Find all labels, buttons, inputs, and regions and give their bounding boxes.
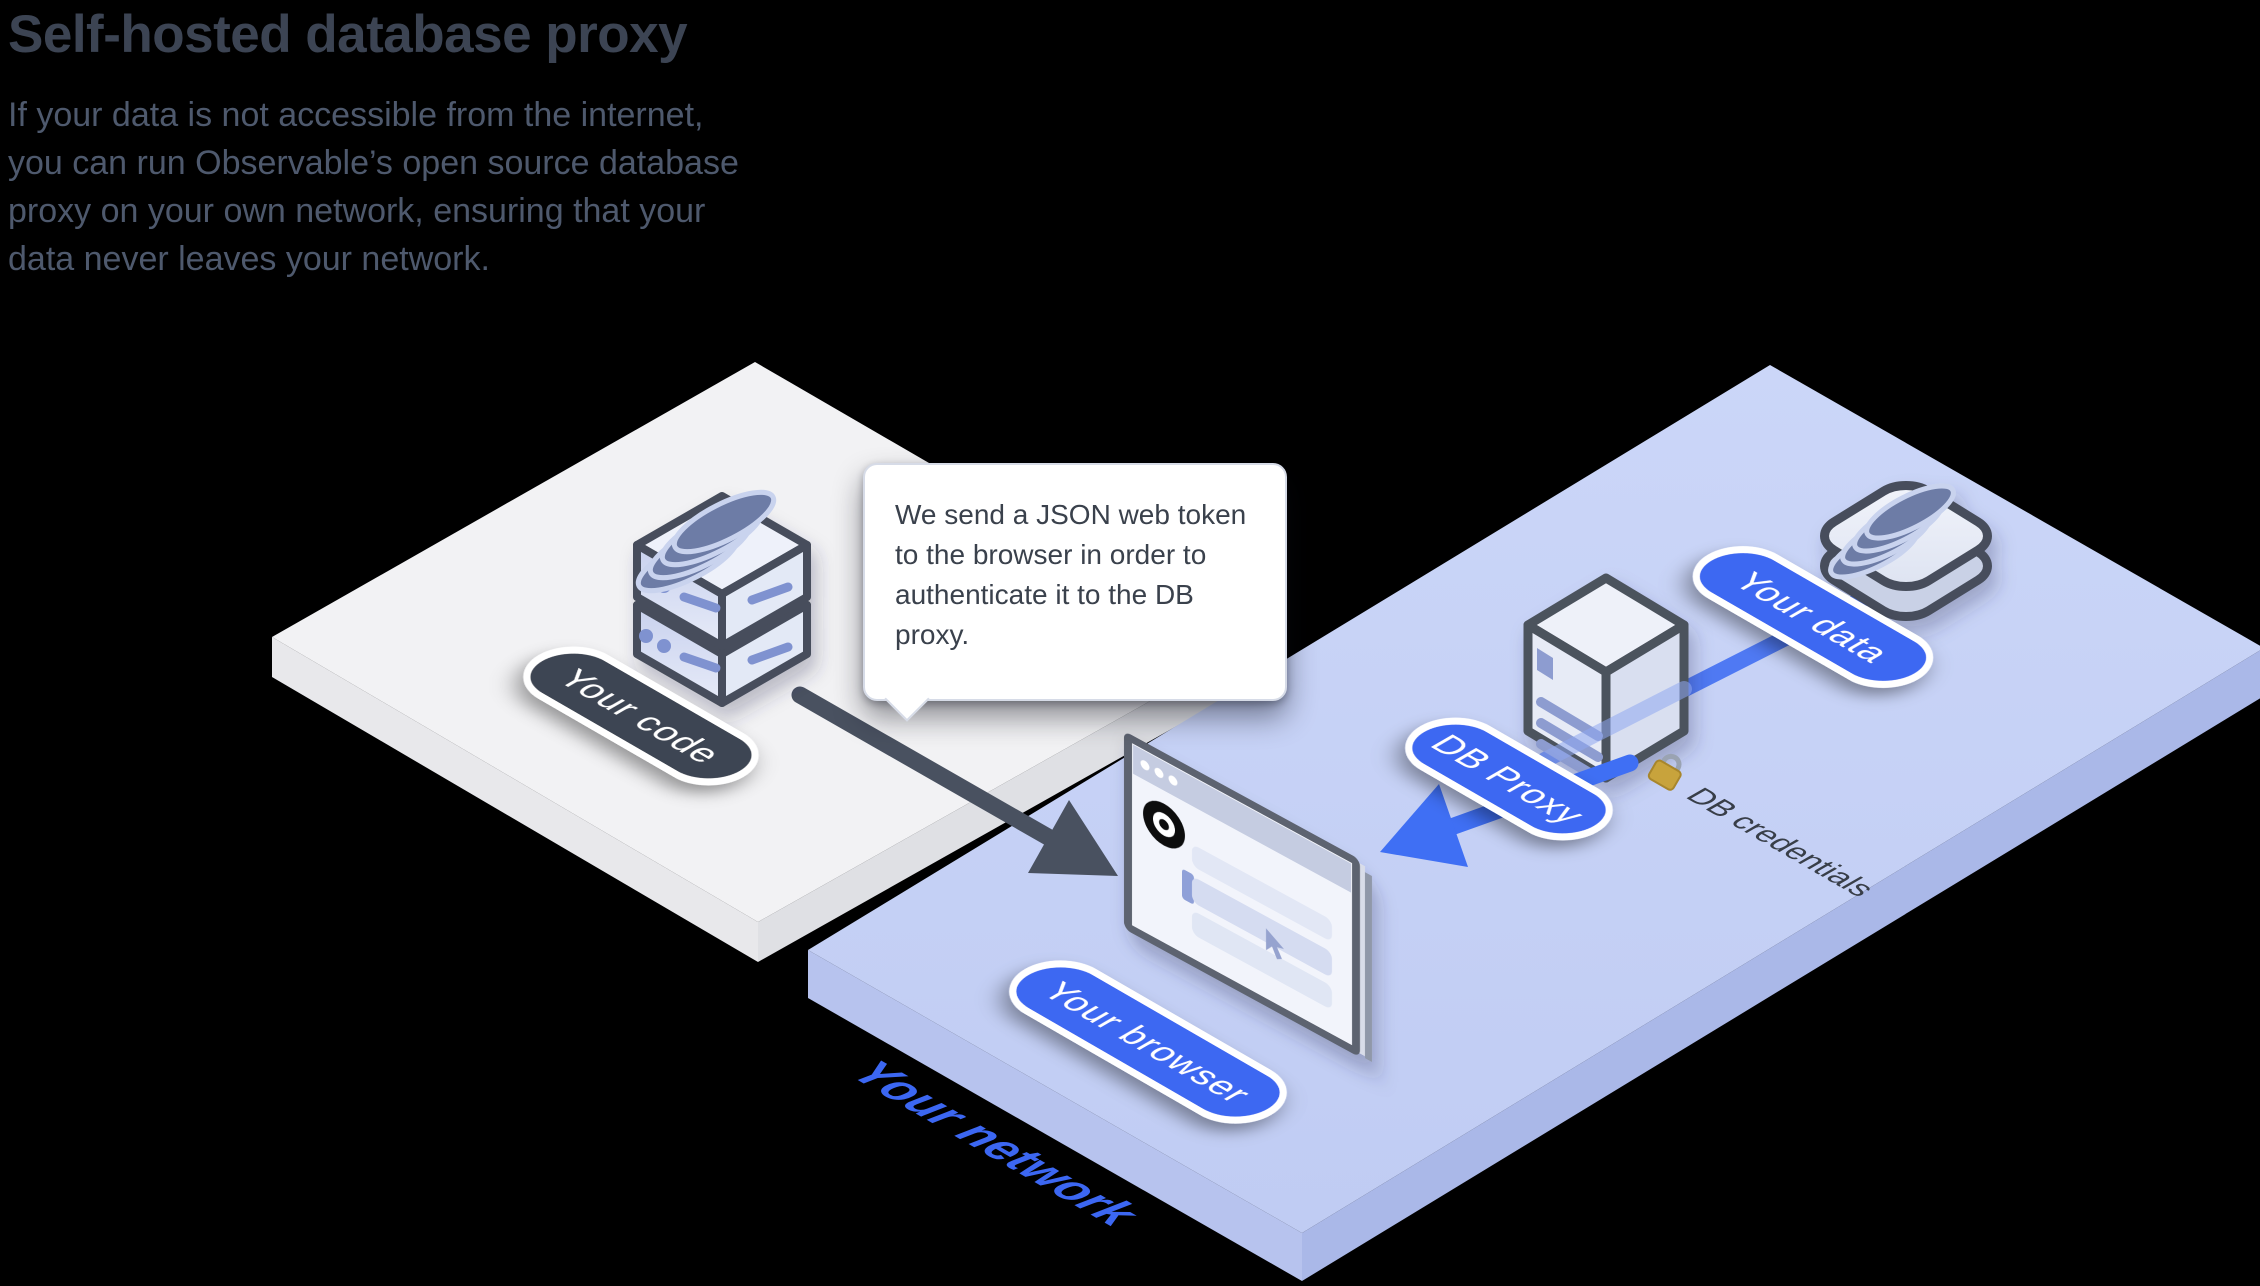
tooltip-line: authenticate it to the DB [895,579,1194,610]
content-bar [1192,912,1332,1008]
content-bar [1192,878,1332,976]
header: Self-hosted database proxy If your data … [8,0,888,283]
dark-arrow-head-icon [1028,800,1118,876]
cursor-icon [1266,928,1284,960]
code-database-stack-icon [635,489,777,594]
description-line: data never leaves your network. [8,240,490,278]
tooltip-line: We send a JSON web token [895,499,1247,530]
observable-logo-dot [1159,818,1169,831]
your-data-pill: Your data [1677,539,1949,696]
code-to-browser-arrow [791,686,1118,876]
content-bar [1192,846,1332,940]
description-line: proxy on your own network, ensuring that… [8,192,706,230]
white-platform-left-side [272,637,758,962]
connector-through-proxy [1537,681,1692,768]
tooltip-line: proxy. [895,619,970,650]
window-control-dots-icon [1140,760,1178,786]
jwt-tooltip: We send a JSON web token to the browser … [863,463,1287,722]
blue-arrow-head-icon [1380,784,1468,867]
blue-platform-right-side [1302,650,2260,1281]
content-accent [1182,869,1194,904]
lock-icon [1647,753,1682,791]
blue-platform-left-side [808,950,1302,1281]
page-description: If your data is not accessible from the … [8,91,888,283]
dark-arrow-shaft [791,686,1057,846]
your-data-icon [1811,476,2001,625]
page-title: Self-hosted database proxy [8,5,688,64]
jwt-tooltip-text: We send a JSON web token to the browser … [895,495,1255,655]
server-port [1537,648,1553,680]
tooltip-line: to the browser in order to [895,539,1207,570]
description-line: If your data is not accessible from the … [8,96,704,134]
data-database-stack-icon [1828,483,1956,580]
description-line: you can run Observable’s open source dat… [8,144,739,182]
browser-titlebar [1133,744,1351,893]
browser-window-icon [1124,733,1372,1063]
